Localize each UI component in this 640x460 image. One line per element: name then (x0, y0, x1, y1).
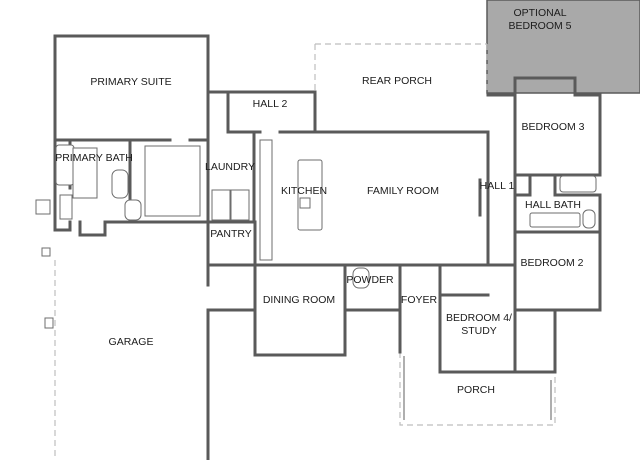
label-bedroom-4: BEDROOM 4/ (446, 312, 512, 324)
label-pantry: PANTRY (210, 228, 252, 240)
label-optional-bedroom-5: OPTIONAL (513, 7, 566, 19)
label-primary-suite: PRIMARY SUITE (90, 76, 171, 88)
fixtures (35, 139, 597, 329)
label-porch: PORCH (457, 384, 495, 396)
walls (53, 34, 602, 460)
label-rear-porch: REAR PORCH (362, 75, 432, 87)
label-hall-2: HALL 2 (253, 98, 288, 110)
label-kitchen: KITCHEN (281, 185, 327, 197)
label-hall-bath: HALL BATH (525, 199, 581, 211)
label-dining-room: DINING ROOM (263, 294, 335, 306)
label-garage: GARAGE (109, 336, 154, 348)
label-powder: POWDER (346, 274, 394, 286)
label-bedroom-3: BEDROOM 3 (521, 121, 584, 133)
label-laundry: LAUNDRY (205, 161, 255, 173)
label-primary-bath: PRIMARY BATH (55, 152, 133, 164)
label-foyer: FOYER (401, 294, 438, 306)
room-labels: OPTIONAL BEDROOM 5 PRIMARY SUITE REAR PO… (55, 7, 584, 396)
label-bedroom-4-line2: STUDY (461, 325, 497, 337)
label-hall-1: HALL 1 (480, 180, 515, 192)
label-optional-bedroom-5-line2: BEDROOM 5 (508, 20, 571, 32)
label-bedroom-2: BEDROOM 2 (520, 257, 583, 269)
label-family-room: FAMILY ROOM (367, 185, 439, 197)
